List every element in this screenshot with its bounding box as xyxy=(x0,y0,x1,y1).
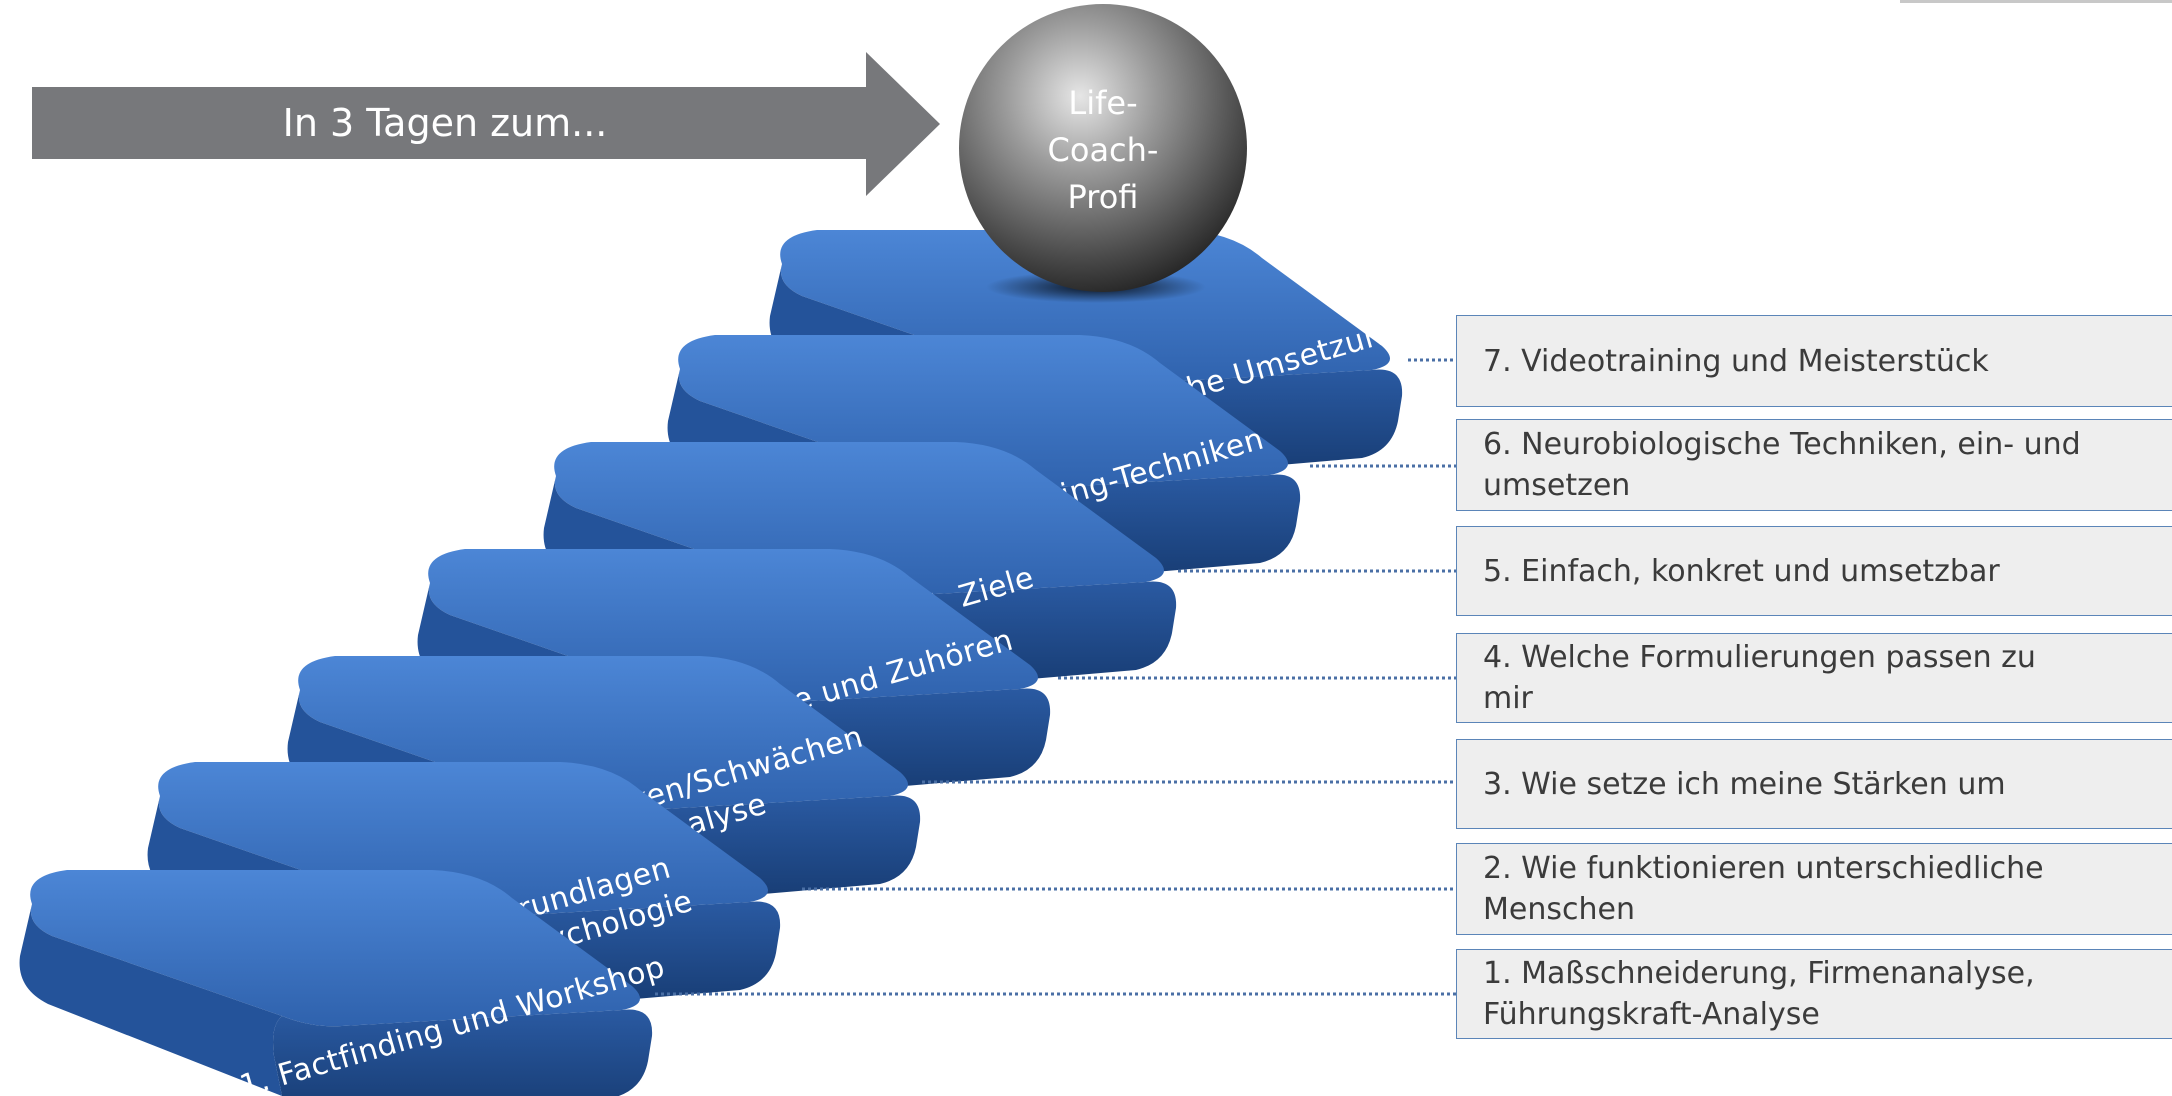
top-right-rule xyxy=(1900,0,2172,3)
ball-label-line2: Coach- xyxy=(1048,131,1159,169)
step-top-4 xyxy=(428,549,1038,706)
detail-box-4: 4. Welche Formulierungen passen zu mir xyxy=(1456,633,2172,723)
detail-text-4: 4. Welche Formulierungen passen zu mir xyxy=(1483,640,2036,716)
step-1: 1. Factfinding und Workshop xyxy=(19,870,669,1096)
ball-label-line1: Life- xyxy=(1068,84,1137,122)
header-arrow xyxy=(32,52,940,196)
step-top-3 xyxy=(298,656,908,813)
detail-text-6: 6. Neurobiologische Techniken, ein- und … xyxy=(1483,427,2081,503)
detail-text-3: 3. Wie setze ich meine Stärken um xyxy=(1483,766,2006,802)
header-arrow-label: In 3 Tagen zum... xyxy=(283,101,608,145)
step-top-2 xyxy=(158,762,768,919)
step-top-6 xyxy=(678,335,1288,492)
step-top-5 xyxy=(554,442,1164,599)
detail-box-5: 5. Einfach, konkret und umsetzbar xyxy=(1456,526,2172,616)
step-front-1 xyxy=(273,1009,653,1096)
step-top-1 xyxy=(30,870,640,1027)
step-side-1 xyxy=(19,904,283,1096)
detail-box-6: 6. Neurobiologische Techniken, ein- und … xyxy=(1456,419,2172,511)
connectors-layer xyxy=(655,358,1456,996)
ball-label-line3: Profi xyxy=(1068,178,1139,216)
step-top-7 xyxy=(780,230,1390,387)
detail-text-2: 2. Wie funktionieren unterschiedliche Me… xyxy=(1483,851,2044,927)
detail-text-7: 7. Videotraining und Meisterstück xyxy=(1483,343,1989,379)
detail-box-3: 3. Wie setze ich meine Stärken um xyxy=(1456,739,2172,829)
detail-text-5: 5. Einfach, konkret und umsetzbar xyxy=(1483,553,2000,589)
detail-box-2: 2. Wie funktionieren unterschiedliche Me… xyxy=(1456,843,2172,935)
life-coach-ball xyxy=(959,4,1247,292)
detail-box-7: 7. Videotraining und Meisterstück xyxy=(1456,315,2172,407)
detail-text-1: 1. Maßschneiderung, Firmenanalyse, Führu… xyxy=(1483,956,2035,1032)
detail-box-1: 1. Maßschneiderung, Firmenanalyse, Führu… xyxy=(1456,949,2172,1039)
